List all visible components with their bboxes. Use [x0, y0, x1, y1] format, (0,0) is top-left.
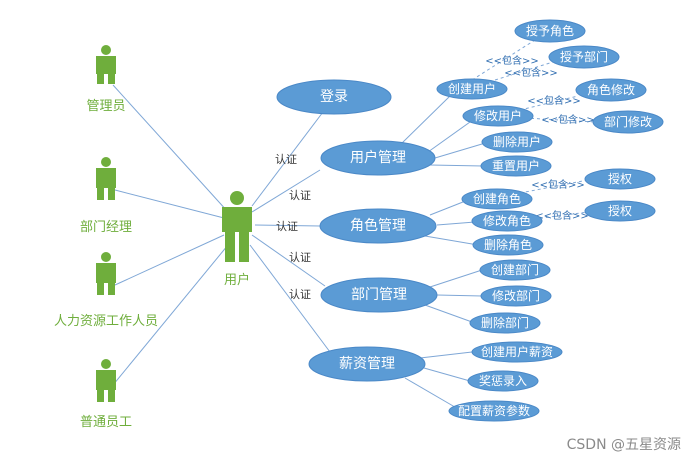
- person-icon: [96, 45, 116, 84]
- svg-text:薪资管理: 薪资管理: [339, 356, 395, 372]
- usecase-login[interactable]: 登录: [276, 79, 392, 115]
- usecase-salary-management[interactable]: 薪资管理: [308, 346, 426, 382]
- usecase-create-dept[interactable]: 创建部门: [479, 259, 551, 281]
- svg-text:删除部门: 删除部门: [481, 315, 529, 330]
- usecase-create-user-salary[interactable]: 创建用户薪资: [471, 341, 563, 363]
- svg-text:用户管理: 用户管理: [350, 149, 406, 166]
- auth-label: 认证: [276, 220, 298, 233]
- usecase-role-management[interactable]: 角色管理: [319, 208, 437, 244]
- usecase-delete-role[interactable]: 删除角色: [472, 234, 544, 256]
- svg-text:修改角色: 修改角色: [483, 213, 531, 228]
- actor-label: 管理员: [86, 99, 125, 114]
- usecase-modify-role[interactable]: 修改角色: [471, 210, 543, 232]
- person-icon: [222, 191, 252, 262]
- include-label: <<包含>>: [535, 209, 589, 222]
- svg-text:授予部门: 授予部门: [560, 49, 608, 64]
- actor-links: [112, 84, 229, 386]
- svg-text:角色修改: 角色修改: [587, 82, 635, 97]
- svg-text:删除角色: 删除角色: [484, 237, 532, 252]
- usecase-dept-modify[interactable]: 部门修改: [592, 110, 664, 134]
- auth-labels: 认证 认证 认证 认证 认证: [275, 153, 311, 301]
- svg-text:重置用户: 重置用户: [492, 158, 540, 173]
- include-label: <<包含>>: [485, 54, 539, 67]
- svg-text:配置薪资参数: 配置薪资参数: [458, 403, 530, 418]
- include-label: <<包含>>: [504, 66, 558, 79]
- actor-label: 用户: [224, 272, 250, 288]
- person-icon: [96, 359, 116, 402]
- include-label: <<包含>>: [541, 113, 595, 126]
- auth-label: 认证: [289, 251, 311, 264]
- sub-links: [399, 95, 484, 411]
- usecase-authorize-2[interactable]: 授权: [584, 200, 656, 222]
- actor-label: 普通员工: [80, 415, 132, 430]
- usecase-modify-dept[interactable]: 修改部门: [480, 285, 552, 307]
- usecase-grant-dept[interactable]: 授予部门: [548, 45, 620, 69]
- usecase-modify-user[interactable]: 修改用户: [462, 105, 534, 127]
- svg-text:修改部门: 修改部门: [492, 288, 540, 303]
- person-icon: [96, 252, 116, 295]
- usecase-delete-user[interactable]: 删除用户: [481, 131, 553, 153]
- include-labels: <<包含>> <<包含>> <<包含>> <<包含>> <<包含>> <<包含>…: [485, 54, 595, 222]
- usecase-authorize-1[interactable]: 授权: [584, 168, 656, 190]
- usecase-dept-management[interactable]: 部门管理: [320, 277, 438, 313]
- include-label: <<包含>>: [531, 178, 585, 191]
- usecase-reward-entry[interactable]: 奖惩录入: [467, 370, 539, 392]
- actor-user: 用户: [222, 191, 252, 288]
- usecase-create-role[interactable]: 创建角色: [461, 188, 533, 210]
- usecase-delete-dept[interactable]: 删除部门: [469, 312, 541, 334]
- user-links: [249, 111, 331, 353]
- actor-dept-manager: 部门经理: [80, 157, 132, 235]
- include-label: <<包含>>: [527, 94, 581, 107]
- svg-text:角色管理: 角色管理: [350, 217, 406, 234]
- svg-text:删除用户: 删除用户: [493, 134, 541, 149]
- usecase-grant-role[interactable]: 授予角色: [514, 19, 586, 43]
- svg-text:修改用户: 修改用户: [474, 108, 522, 123]
- actor-label: 人力资源工作人员: [54, 314, 158, 329]
- actor-label: 部门经理: [80, 220, 132, 235]
- svg-text:授权: 授权: [608, 203, 632, 218]
- actor-admin: 管理员: [86, 45, 126, 114]
- actor-hr-staff: 人力资源工作人员: [54, 252, 158, 329]
- actor-employee: 普通员工: [80, 359, 132, 430]
- usecase-create-user[interactable]: 创建用户: [436, 78, 508, 100]
- svg-text:授权: 授权: [608, 171, 632, 186]
- svg-text:创建用户: 创建用户: [448, 81, 496, 96]
- svg-text:部门管理: 部门管理: [351, 287, 407, 303]
- svg-text:授予角色: 授予角色: [526, 23, 574, 38]
- svg-text:奖惩录入: 奖惩录入: [479, 374, 527, 388]
- usecase-reset-user[interactable]: 重置用户: [480, 155, 552, 177]
- usecase-role-modify[interactable]: 角色修改: [575, 78, 647, 102]
- watermark: CSDN @五星资源: [566, 437, 681, 453]
- svg-text:创建用户薪资: 创建用户薪资: [481, 344, 553, 359]
- include-links: [471, 39, 596, 220]
- person-icon: [96, 157, 116, 200]
- svg-text:部门修改: 部门修改: [604, 114, 652, 129]
- usecase-config-salary-params[interactable]: 配置薪资参数: [448, 400, 540, 422]
- auth-label: 认证: [289, 189, 311, 202]
- svg-text:创建角色: 创建角色: [473, 192, 521, 206]
- svg-text:创建部门: 创建部门: [491, 262, 539, 277]
- auth-label: 认证: [289, 288, 311, 301]
- svg-text:登录: 登录: [320, 89, 348, 105]
- usecase-user-management[interactable]: 用户管理: [320, 140, 436, 176]
- auth-label: 认证: [275, 153, 297, 166]
